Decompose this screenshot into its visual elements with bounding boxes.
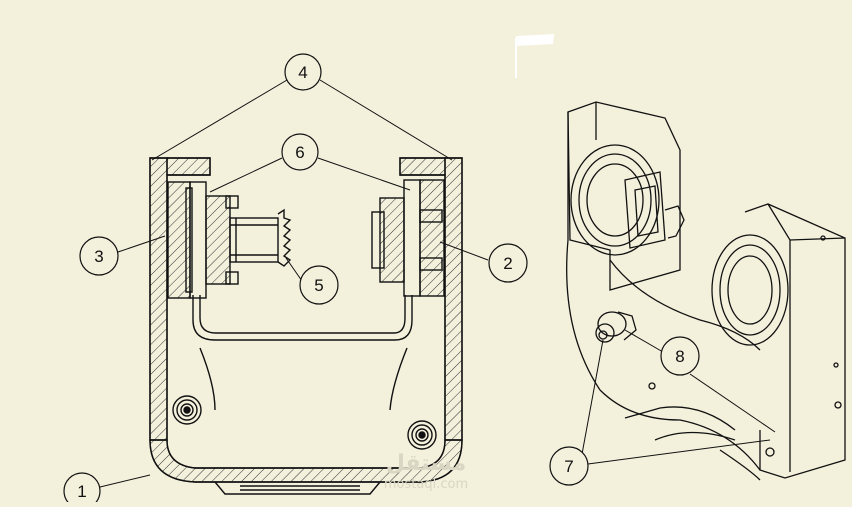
gear-teeth	[277, 208, 292, 267]
callout-4-label: 4	[298, 63, 307, 82]
iso-left-column	[567, 101, 681, 291]
bolt-right	[407, 420, 437, 450]
callout-8-label: 8	[675, 347, 684, 366]
leader-lines	[99, 79, 776, 488]
callout-2-label: 2	[503, 254, 512, 273]
callout-8: 8	[660, 336, 700, 376]
callout-1-label: 1	[77, 482, 86, 501]
inner-frame	[192, 295, 413, 341]
callout-1: 1	[63, 472, 101, 507]
isometric-view	[566, 101, 846, 481]
callout-4: 4	[284, 53, 322, 91]
housing-hatch-bottom	[149, 439, 463, 483]
flag-mark	[515, 34, 554, 78]
callout-6-label: 6	[295, 143, 304, 162]
callout-5: 5	[299, 265, 339, 305]
callout-5-label: 5	[314, 276, 323, 295]
watermark-logo: مستقل mostaql.com	[384, 451, 468, 492]
callout-7-label: 7	[564, 457, 573, 476]
housing-hatch-right	[444, 157, 463, 441]
svg-text:mostaql.com: mostaql.com	[384, 477, 468, 492]
iso-left-ring	[570, 144, 660, 256]
callout-3-label: 3	[94, 247, 103, 266]
right-bracket	[419, 179, 445, 297]
housing-outline	[149, 157, 463, 483]
housing-hatch-topleft	[166, 157, 211, 176]
iso-right-column	[744, 203, 846, 479]
shaft	[229, 217, 279, 263]
callout-3: 3	[79, 236, 119, 276]
iso-pin	[597, 311, 627, 337]
callout-7: 7	[549, 446, 589, 486]
bolt-left	[172, 395, 202, 425]
iso-base	[599, 389, 761, 471]
iso-right-ring	[711, 234, 789, 346]
section-view	[149, 157, 463, 495]
svg-text:مستقل: مستقل	[386, 451, 466, 476]
housing-hatch-topright	[399, 157, 446, 176]
callout-6: 6	[281, 133, 319, 171]
callout-2: 2	[488, 243, 528, 283]
housing-hatch-left	[149, 157, 168, 441]
